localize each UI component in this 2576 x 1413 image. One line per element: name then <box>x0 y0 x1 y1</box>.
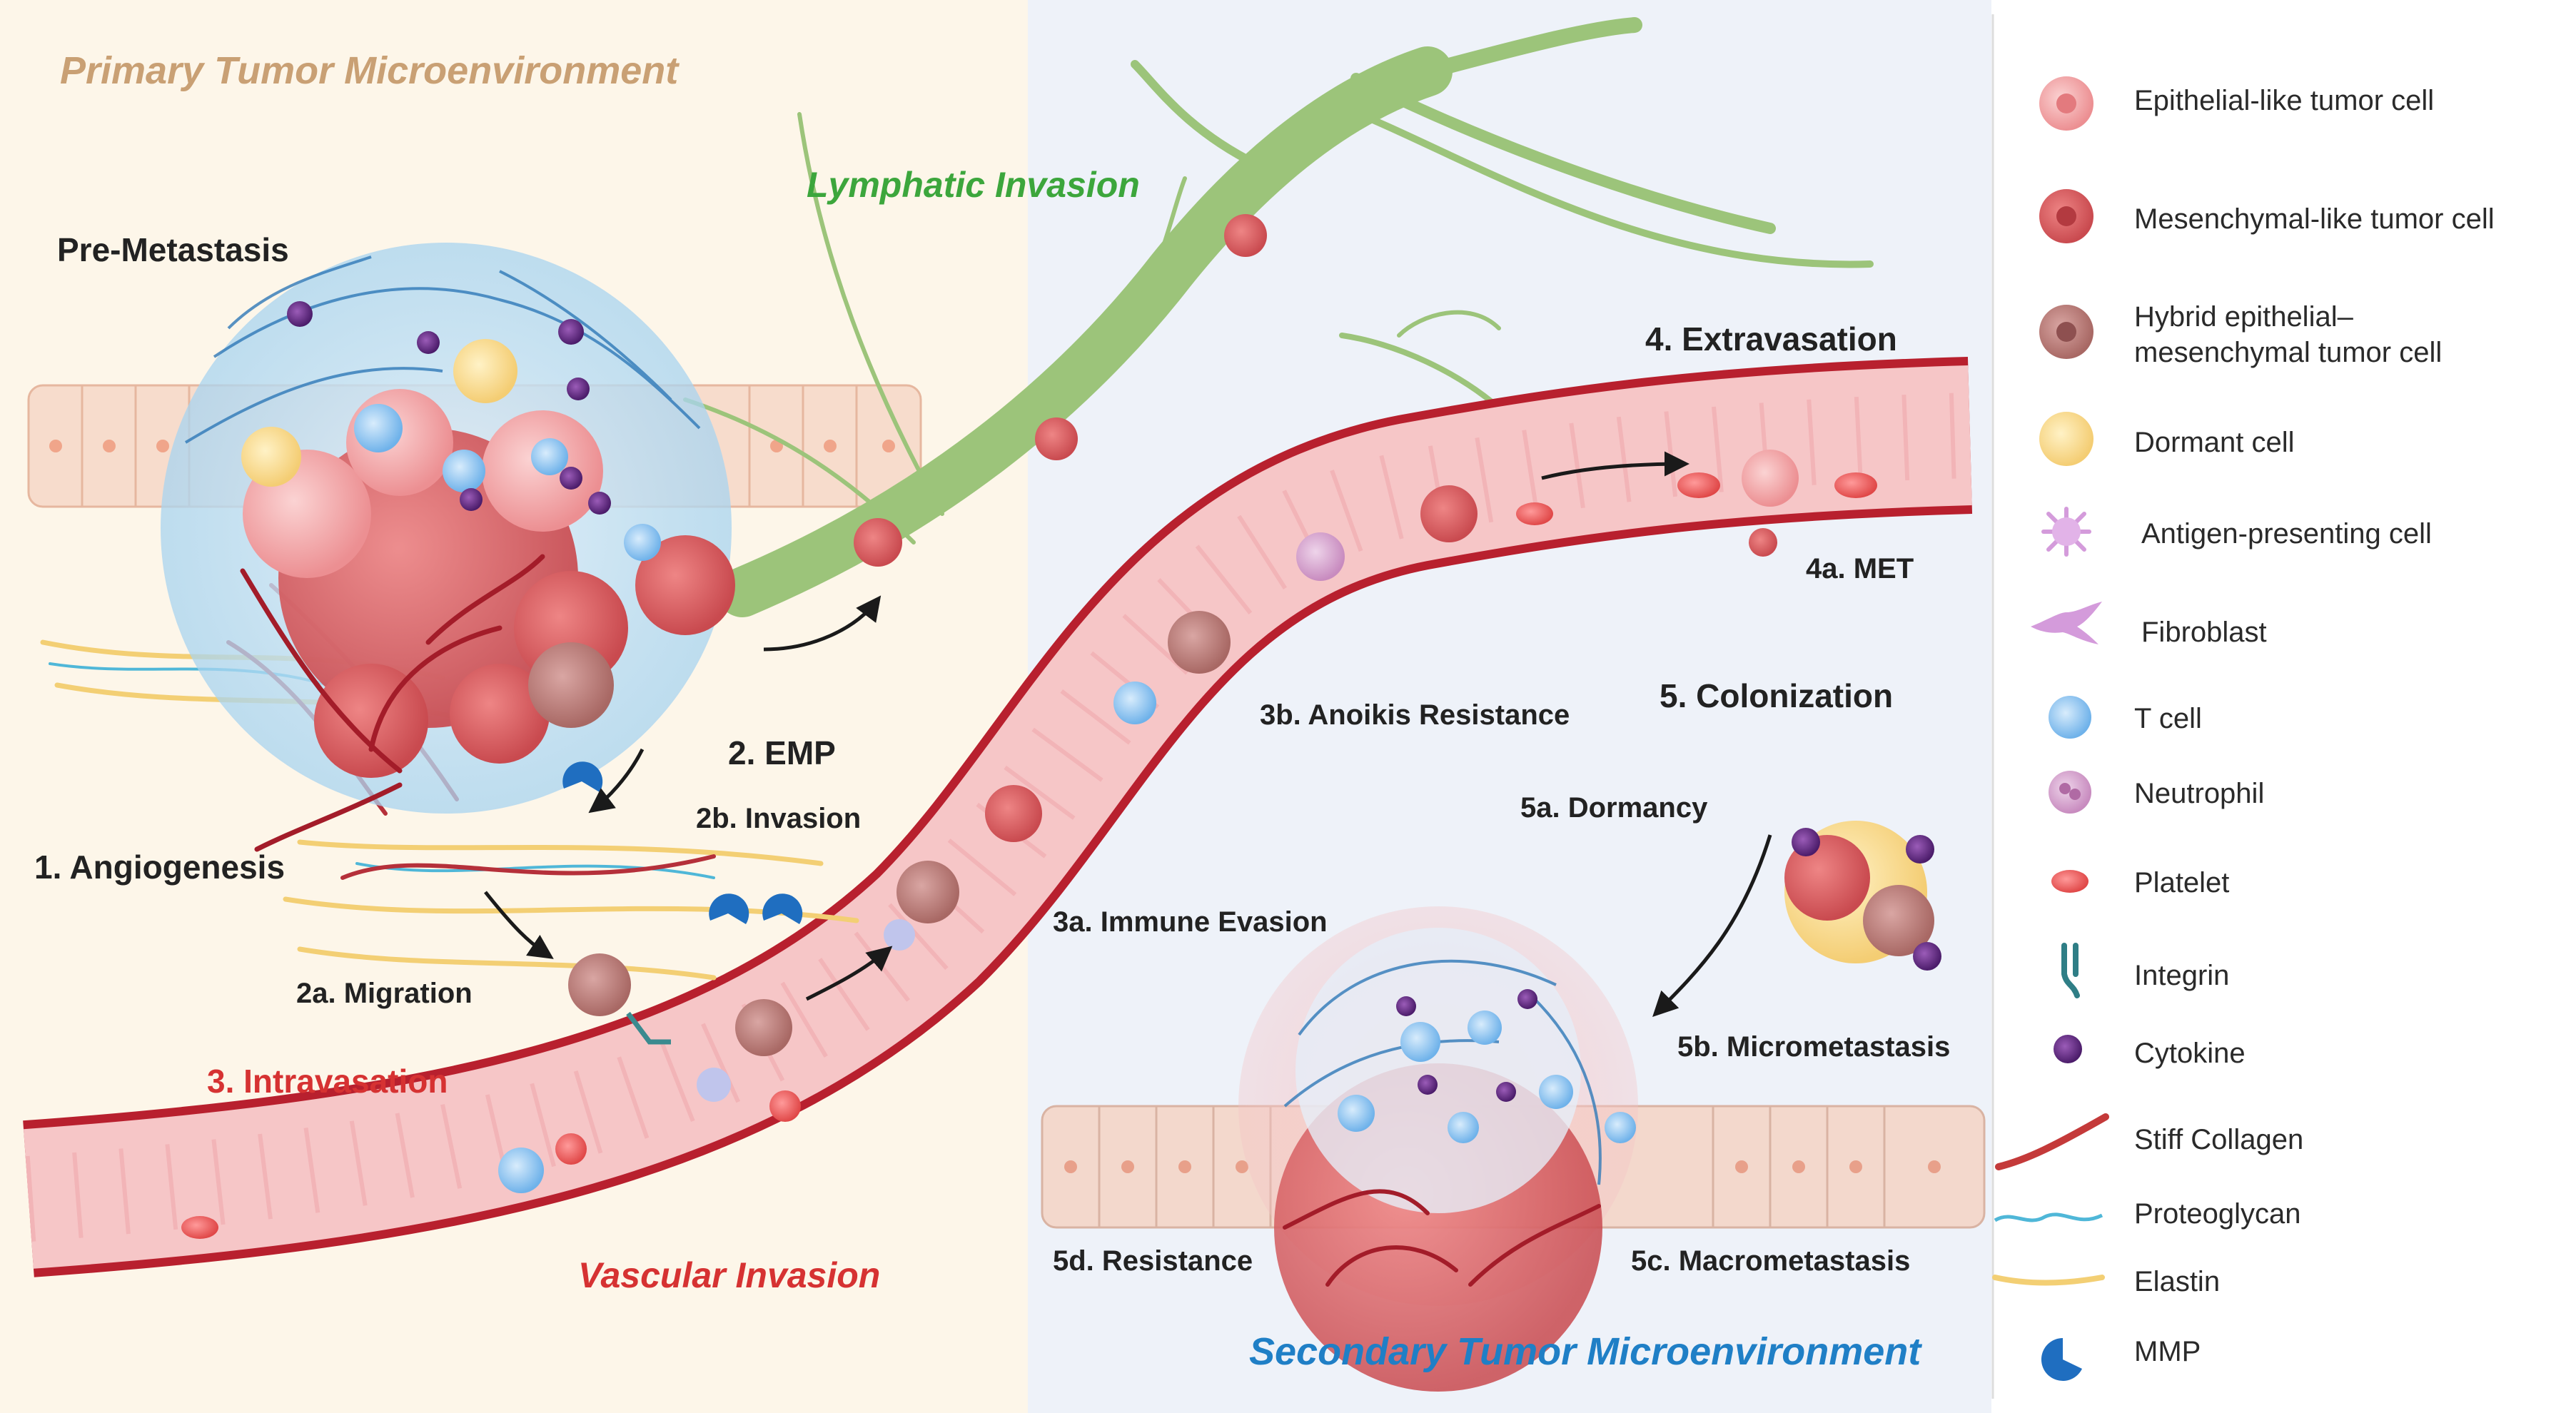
micrometastasis-5b-label: 5b. Micrometastasis <box>1677 1031 1951 1063</box>
epithelial-cell-icon <box>2039 76 2093 131</box>
legend-label-apc: Antigen-presenting cell <box>2141 518 2432 550</box>
resistance-5d-label: 5d. Resistance <box>1053 1245 1253 1277</box>
neutrophil-icon <box>2049 771 2091 814</box>
dormancy-cluster <box>1784 821 1941 971</box>
legend-label-cytokine: Cytokine <box>2134 1038 2246 1069</box>
legend-label-mmp: MMP <box>2134 1336 2201 1367</box>
intravasation-label: 3. Intravasation <box>207 1063 448 1100</box>
pre-metastasis-label: Pre-Metastasis <box>57 231 289 268</box>
legend-label-elastin: Elastin <box>2134 1266 2221 1297</box>
legend-label-proteoglycan: Proteoglycan <box>2134 1198 2301 1230</box>
cytokine-icon <box>2054 1035 2082 1063</box>
integrin-marker <box>626 1011 671 1045</box>
elastin-icon <box>1992 1275 2105 1286</box>
primary-tumor <box>161 243 735 852</box>
legend-label-neutrophil: Neutrophil <box>2134 778 2265 809</box>
immune-evasion-3a-label: 3a. Immune Evasion <box>1053 906 1328 938</box>
legend-label-hybrid-2: mesenchymal tumor cell <box>2134 337 2443 368</box>
macrometastasis-5c-label: 5c. Macrometastasis <box>1631 1245 1911 1277</box>
circulating-cells <box>181 214 1877 1239</box>
secondary-tumor <box>1238 906 1638 1392</box>
anoikis-3b-label: 3b. Anoikis Resistance <box>1260 699 1570 731</box>
mmp-markers <box>562 761 803 924</box>
migration-2a-label: 2a. Migration <box>296 978 473 1009</box>
legend-label-stiff-collagen: Stiff Collagen <box>2134 1124 2304 1155</box>
legend-panel-bg <box>1991 0 2576 1413</box>
met-4a-label: 4a. MET <box>1806 553 1914 584</box>
platelet-icon <box>2051 870 2088 893</box>
legend-label-fibroblast: Fibroblast <box>2141 617 2267 648</box>
mesenchymal-cell-icon <box>2039 189 2093 243</box>
stiff-collagen-icon <box>1995 1113 2109 1170</box>
legend-label-mesenchymal: Mesenchymal-like tumor cell <box>2134 203 2495 235</box>
dormancy-5a-label: 5a. Dormancy <box>1520 792 1708 824</box>
integrin-icon <box>2061 943 2080 998</box>
process-arrows <box>484 451 1772 1017</box>
legend-label-epithelial: Epithelial-like tumor cell <box>2134 85 2435 116</box>
secondary-region-title: Secondary Tumor Microenvironment <box>1249 1330 1921 1373</box>
blood-vessel <box>23 357 1973 1277</box>
lymphatic-invasion-label: Lymphatic Invasion <box>807 165 1140 205</box>
angiogenesis-label: 1. Angiogenesis <box>34 849 286 886</box>
t-cell-icon <box>2049 696 2091 739</box>
legend-label-t-cell: T cell <box>2134 703 2202 734</box>
dormant-cell-icon <box>2039 412 2093 466</box>
legend-label-integrin: Integrin <box>2134 960 2230 991</box>
legend-label-platelet: Platelet <box>2134 867 2230 898</box>
mmp-icon <box>2041 1338 2082 1381</box>
colonization-label: 5. Colonization <box>1660 677 1894 714</box>
legend-label-hybrid-1: Hybrid epithelial– <box>2134 301 2353 333</box>
proteoglycan-icon <box>1994 1212 2103 1222</box>
invasion-2b-label: 2b. Invasion <box>696 803 862 834</box>
emp-label: 2. EMP <box>728 734 836 771</box>
extravasation-label: 4. Extravasation <box>1645 320 1897 358</box>
fibroblast-icon <box>2031 602 2102 644</box>
primary-region-title: Primary Tumor Microenvironment <box>60 49 679 92</box>
hybrid-cell-icon <box>2039 305 2093 359</box>
vascular-invasion-label: Vascular Invasion <box>578 1255 881 1295</box>
antigen-presenting-cell-icon <box>2041 507 2091 557</box>
legend-label-dormant: Dormant cell <box>2134 427 2295 458</box>
